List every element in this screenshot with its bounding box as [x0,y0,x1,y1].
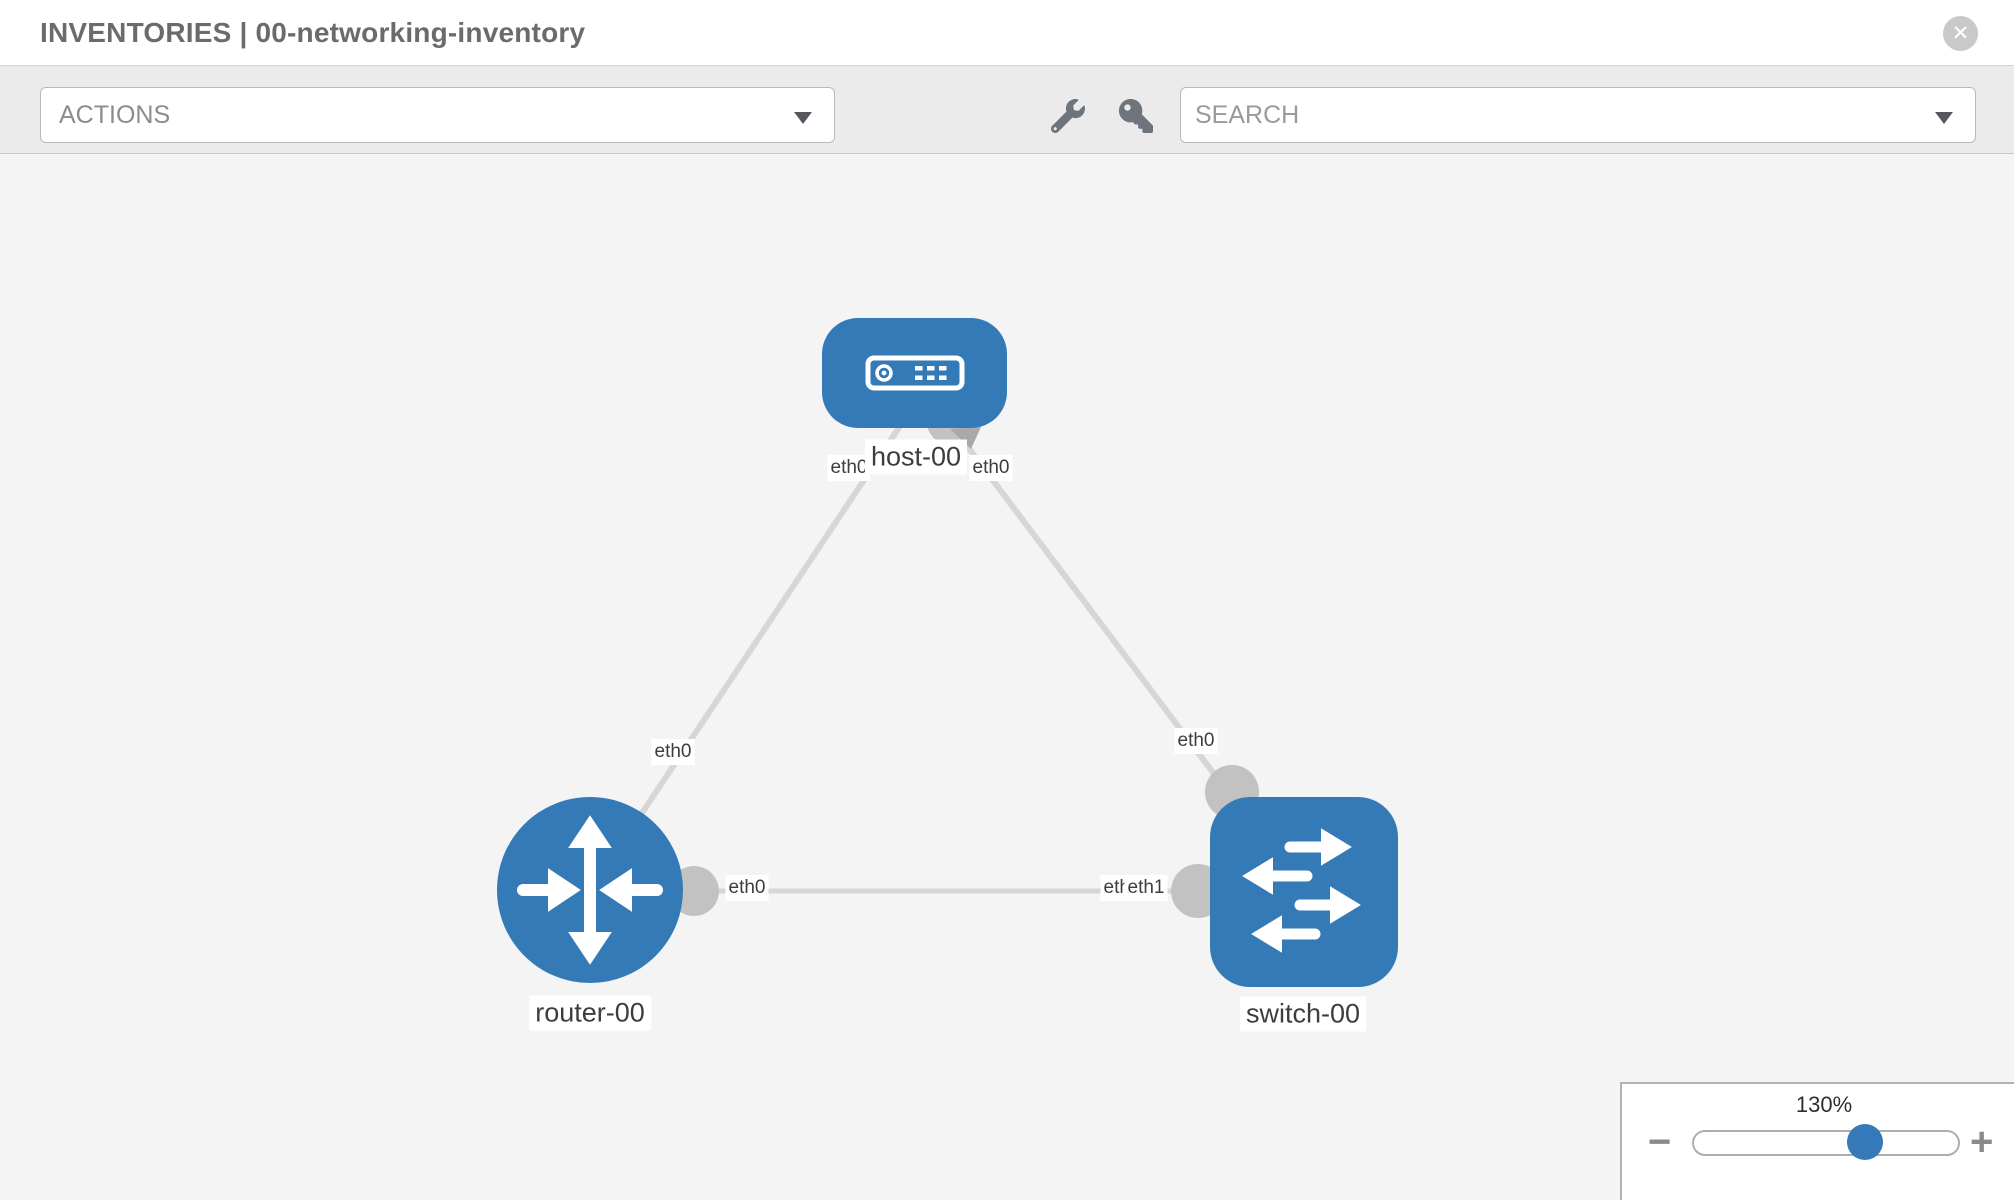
node-label-router-00: router-00 [529,995,651,1031]
node-label-host-00: host-00 [864,439,968,475]
node-switch-00[interactable] [1210,797,1398,987]
actions-dropdown-label: ACTIONS [59,101,171,129]
link-arrowhead [950,427,981,449]
zoom-level-value: 130% [1795,1092,1853,1117]
host-icon [865,355,964,391]
page-title: INVENTORIES | 00-networking-inventory [40,17,586,48]
key-icon [1119,98,1153,133]
zoom-slider-thumb[interactable] [1847,1124,1883,1160]
iface-label-switch-eth1: eth1 [1124,875,1168,901]
node-router-00[interactable] [497,797,683,983]
header-bar: INVENTORIES | 00-networking-inventory ✕ [0,0,2014,66]
wrench-icon [1050,98,1085,133]
node-host-00[interactable] [822,318,1007,428]
zoom-in-button[interactable]: + [1970,1120,1994,1164]
configure-tools-button[interactable] [1048,97,1088,137]
zoom-slider-track[interactable] [1692,1130,1960,1156]
iface-label-host-eth0-right: eth0 [969,455,1013,481]
actions-dropdown[interactable]: ACTIONS [40,87,835,143]
chevron-down-icon [1935,112,1953,124]
search-input[interactable] [1195,90,1885,140]
switch-icon [1242,828,1361,953]
chevron-down-icon [794,112,812,124]
close-icon[interactable]: ✕ [1943,16,1978,51]
node-label-switch-00: switch-00 [1239,996,1367,1032]
search-dropdown[interactable] [1180,87,1976,143]
iface-label-host-eth0-left: eth0 [827,455,871,481]
router-icon [517,815,663,965]
iface-label-switch-eth0-top: eth0 [1174,728,1218,754]
credentials-key-button[interactable] [1116,97,1156,137]
iface-label-router-eth0-top: eth0 [651,739,695,765]
iface-label-router-eth0-right: eth0 [725,875,769,901]
zoom-control-panel: 130% − + [1620,1082,2014,1200]
link-host-router [589,424,903,890]
zoom-out-button[interactable]: − [1648,1120,1672,1164]
toolbar: ACTIONS [0,66,2014,154]
